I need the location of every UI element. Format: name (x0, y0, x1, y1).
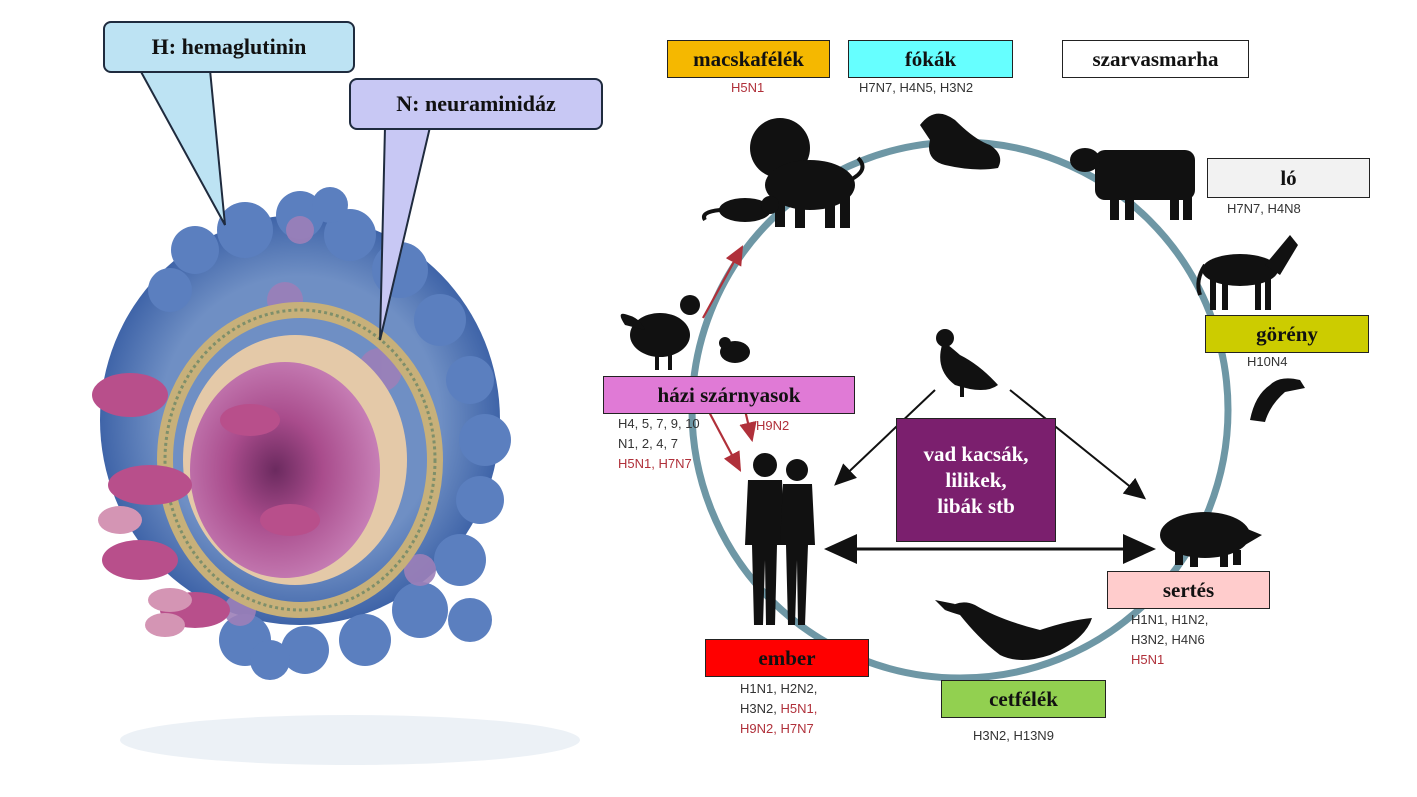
wild-birds-line3: libák stb (937, 494, 1015, 518)
duck-icon (936, 329, 998, 397)
pig-subtypes: H1N1, H1N2, H3N2, H4N6 H5N1 (1131, 610, 1208, 670)
cetaceans-subtypes: H3N2, H13N9 (973, 728, 1054, 743)
whale-icon (935, 600, 1092, 660)
poultry-subtypes-h: H4, 5, 7, 9, 10 (618, 416, 700, 431)
poultry-subtypes-red: H5N1, H7N7 (618, 456, 692, 471)
human-subtypes-2: H3N2, H5N1, (740, 699, 817, 719)
rooster-icon (620, 295, 700, 370)
seal-icon (920, 113, 1001, 170)
cetaceans-label: cetfélék (941, 680, 1106, 718)
seals-subtypes: H7N7, H4N5, H3N2 (859, 80, 974, 95)
human-subtypes-red: H9N2, H7N7 (740, 721, 814, 736)
human-label: ember (705, 639, 869, 677)
poultry-subtypes: H4, 5, 7, 9, 10 N1, 2, 4, 7 H5N1, H7N7 (618, 414, 700, 474)
human-subtype-h5n1: H5N1, (780, 701, 818, 716)
cow-icon (1070, 148, 1195, 220)
human-icon (745, 453, 815, 625)
horse-icon (1196, 235, 1298, 310)
pig-label: sertés (1107, 571, 1270, 609)
ferret-icon (1250, 378, 1305, 422)
poultry-subtypes-n: N1, 2, 4, 7 (618, 436, 678, 451)
seals-label: fókák (848, 40, 1013, 78)
human-subtype-h3n2: H3N2, (740, 701, 781, 716)
poultry-subtype-h9n2: H9N2 (756, 418, 790, 433)
wild-birds-label: vad kacsák, lilikek, libák stb (896, 418, 1056, 542)
horse-subtypes: H7N7, H4N8 (1227, 201, 1301, 216)
felines-subtypes: H5N1 (731, 80, 765, 95)
pig-subtypes-2: H3N2, H4N6 (1131, 632, 1205, 647)
ferret-subtypes: H10N4 (1247, 354, 1288, 369)
lion-icon (750, 118, 865, 228)
hemagglutinin-callout: H: hemaglutinin (103, 21, 355, 73)
cattle-label: szarvasmarha (1062, 40, 1249, 78)
pig-subtypes-red: H5N1 (1131, 652, 1165, 667)
hemagglutinin-callout-tail (138, 69, 226, 226)
cat-icon (702, 196, 779, 222)
felines-label: macskafélék (667, 40, 830, 78)
human-subtypes: H1N1, H2N2, H3N2, H5N1, H9N2, H7N7 (740, 679, 817, 739)
black-arrows (824, 389, 1156, 564)
wild-birds-line1: vad kacsák, (923, 442, 1029, 466)
quail-icon (719, 337, 750, 363)
human-subtypes-1: H1N1, H2N2, (740, 681, 818, 696)
virus-icon (92, 187, 580, 765)
pig-subtypes-1: H1N1, H1N2, (1131, 612, 1209, 627)
neuraminidase-callout: N: neuraminidáz (349, 78, 603, 130)
horse-label: ló (1207, 158, 1370, 198)
ferret-label: görény (1205, 315, 1369, 353)
wild-birds-line2: lilikek, (945, 468, 1007, 492)
poultry-label: házi szárnyasok (603, 376, 855, 414)
pig-icon (1160, 512, 1262, 567)
